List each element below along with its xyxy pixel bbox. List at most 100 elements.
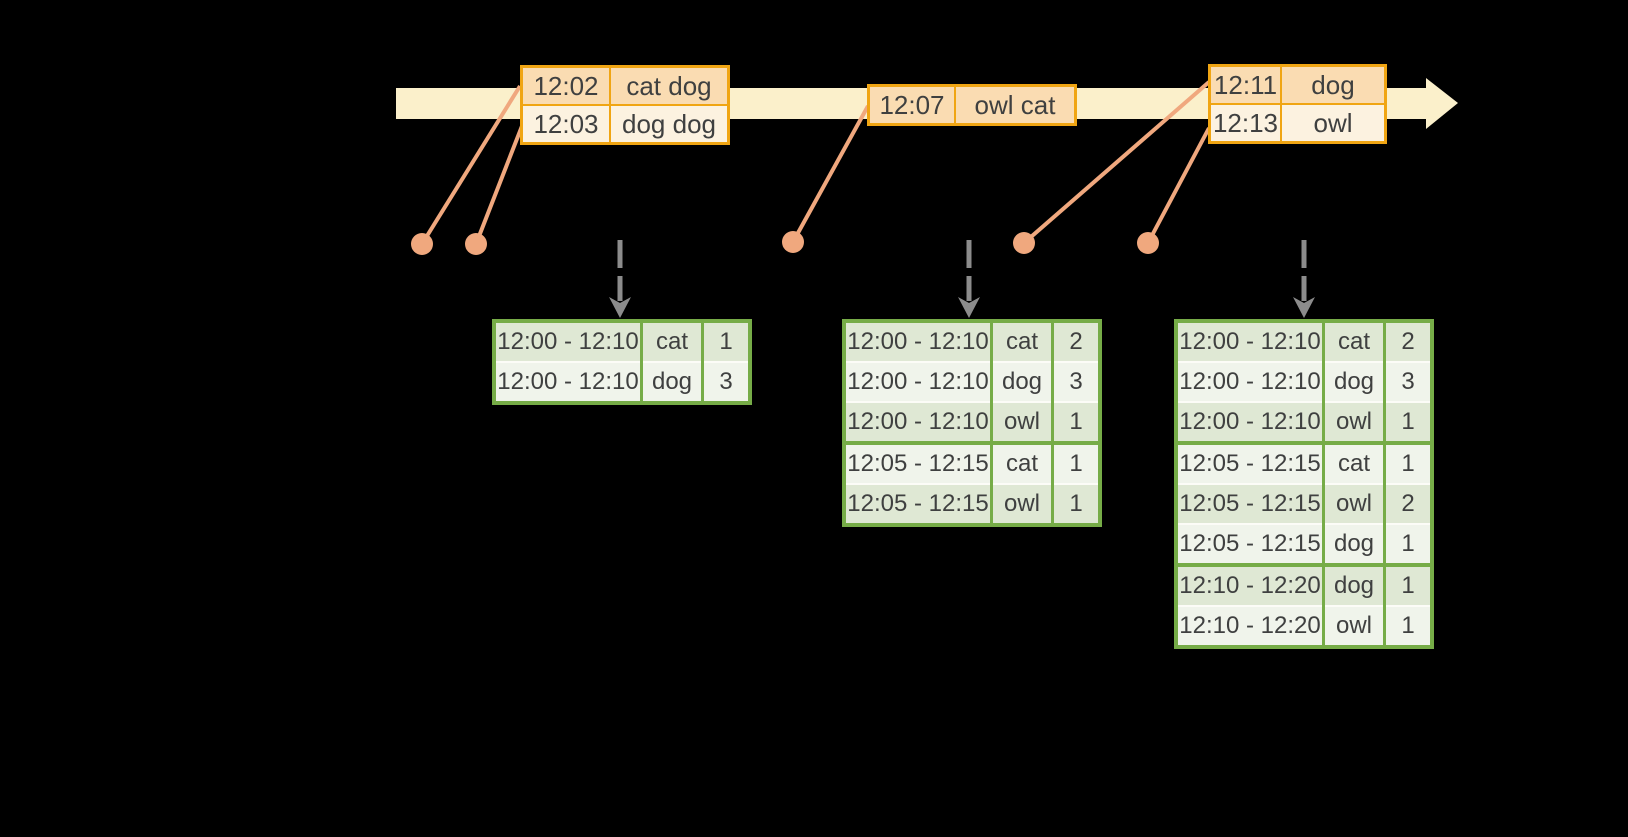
window-cell: 12:00 - 12:10 [494, 361, 642, 403]
window-cell: 12:00 - 12:10 [494, 321, 642, 362]
window-cell: 12:05 - 12:15 [1176, 441, 1324, 484]
window-cell: 12:00 - 12:10 [844, 361, 992, 402]
word-cell: cat [1322, 441, 1385, 484]
words-cell: owl [1280, 103, 1387, 144]
count-cell: 3 [701, 361, 750, 403]
event-connector-line [1146, 127, 1211, 244]
event-connector-line [791, 105, 870, 243]
time-cell: 12:13 [1208, 103, 1282, 144]
count-cell: 1 [701, 321, 750, 362]
trigger-arrowhead-icon [958, 297, 980, 318]
event-dot [1137, 232, 1159, 254]
event-dot [1013, 232, 1035, 254]
trigger-arrowhead-icon [1293, 297, 1315, 318]
time-cell: 12:02 [520, 65, 611, 106]
word-cell: cat [640, 321, 703, 362]
window-cell: 12:00 - 12:10 [1176, 321, 1324, 362]
window-cell: 12:00 - 12:10 [844, 321, 992, 362]
window-cell: 12:10 - 12:20 [1176, 605, 1324, 647]
count-cell: 3 [1383, 361, 1432, 402]
word-cell: cat [990, 441, 1053, 484]
count-cell: 1 [1383, 605, 1432, 647]
time-cell: 12:11 [1208, 64, 1282, 105]
word-cell: owl [1322, 401, 1385, 443]
words-cell: dog [1280, 64, 1387, 105]
count-cell: 2 [1383, 321, 1432, 362]
count-cell: 1 [1383, 523, 1432, 565]
count-cell: 1 [1051, 401, 1100, 443]
word-cell: dog [640, 361, 703, 403]
word-cell: owl [990, 401, 1053, 443]
word-cell: owl [1322, 605, 1385, 647]
count-cell: 1 [1383, 401, 1432, 443]
event-connector-line [1022, 80, 1211, 245]
window-cell: 12:00 - 12:10 [1176, 361, 1324, 402]
window-cell: 12:05 - 12:15 [1176, 483, 1324, 524]
count-cell: 2 [1051, 321, 1100, 362]
time-cell: 12:07 [867, 84, 956, 126]
event-dot [411, 233, 433, 255]
window-cell: 12:05 - 12:15 [1176, 523, 1324, 565]
count-cell: 1 [1383, 441, 1432, 484]
word-cell: cat [990, 321, 1053, 362]
count-cell: 3 [1051, 361, 1100, 402]
trigger-arrowhead-icon [609, 297, 631, 318]
event-dot [465, 233, 487, 255]
timeline-arrowhead-icon [1426, 78, 1458, 129]
words-cell: owl cat [954, 84, 1077, 126]
word-cell: dog [1322, 361, 1385, 402]
window-cell: 12:00 - 12:10 [1176, 401, 1324, 443]
word-cell: dog [990, 361, 1053, 402]
count-cell: 1 [1051, 441, 1100, 484]
word-cell: cat [1322, 321, 1385, 362]
time-cell: 12:03 [520, 104, 611, 145]
word-cell: owl [990, 483, 1053, 525]
event-connector-line [420, 84, 522, 246]
window-cell: 12:10 - 12:20 [1176, 563, 1324, 606]
window-cell: 12:05 - 12:15 [844, 441, 992, 484]
window-cell: 12:05 - 12:15 [844, 483, 992, 525]
window-cell: 12:00 - 12:10 [844, 401, 992, 443]
word-cell: dog [1322, 563, 1385, 606]
count-cell: 1 [1383, 563, 1432, 606]
word-cell: owl [1322, 483, 1385, 524]
words-cell: dog dog [609, 104, 730, 145]
count-cell: 2 [1383, 483, 1432, 524]
event-connector-line [474, 125, 524, 245]
word-cell: dog [1322, 523, 1385, 565]
count-cell: 1 [1051, 483, 1100, 525]
event-dot [782, 231, 804, 253]
